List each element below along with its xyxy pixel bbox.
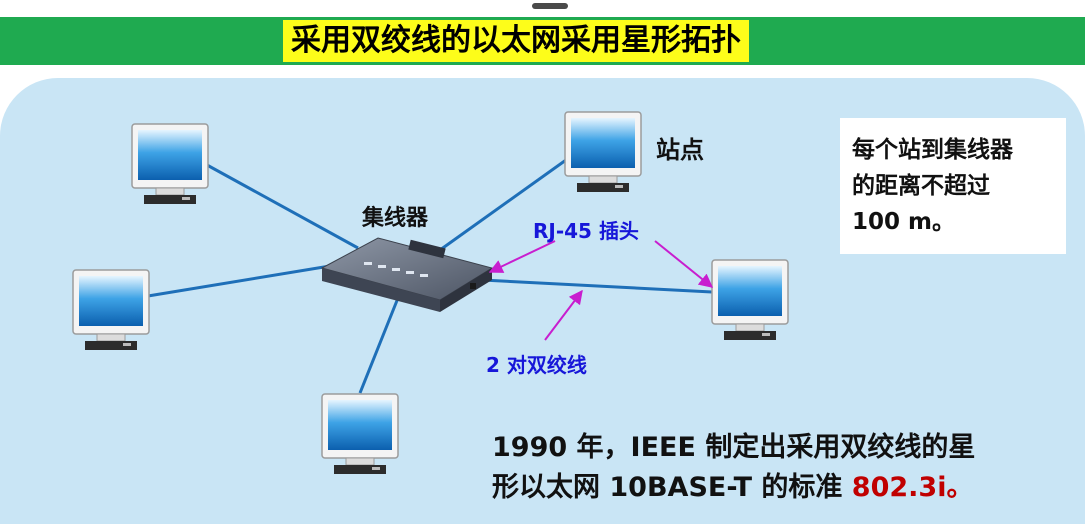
distance-note-box: 每个站到集线器 的距离不超过 100 m。 <box>840 118 1066 254</box>
station-label: 站点 <box>656 136 704 164</box>
cable-top-left <box>206 163 359 250</box>
rj45-arrow-station <box>654 240 714 288</box>
standard-note-suffix: 。 <box>946 472 974 503</box>
station-bottom <box>321 393 399 475</box>
station-left <box>72 269 150 351</box>
standard-note-prefix: 形以太网 10BASE-T 的标准 <box>492 472 852 503</box>
cable-top-right <box>439 158 567 252</box>
distance-note-line: 的距离不超过 <box>852 173 990 199</box>
hub-label: 集线器 <box>362 206 429 231</box>
standard-name: 802.3i <box>851 472 947 503</box>
twisted-pair-label: 2 对双绞线 <box>486 353 587 377</box>
distance-note-line: 每个站到集线器 <box>852 137 1013 163</box>
standard-note-line2: 形以太网 10BASE-T 的标准 802.3i。 <box>492 468 975 508</box>
cable-bottom <box>358 297 400 394</box>
station-top-right <box>564 111 642 193</box>
distance-note-line: 100 m。 <box>852 209 955 235</box>
rj45-label: RJ-45 插头 <box>533 219 639 243</box>
rj45-arrow-hub <box>488 240 556 273</box>
station-top-left <box>131 123 209 205</box>
cables <box>147 158 713 394</box>
station-right <box>711 259 789 341</box>
top-handle <box>532 3 568 9</box>
hub-device <box>320 237 494 312</box>
cable-right <box>481 278 713 294</box>
slide-title: 采用双绞线的以太网采用星形拓扑 <box>283 20 749 62</box>
cable-left <box>147 264 331 298</box>
twisted-pair-arrow <box>544 289 583 341</box>
standard-note-line1: 1990 年，IEEE 制定出采用双绞线的星 <box>492 432 976 463</box>
standard-note: 1990 年，IEEE 制定出采用双绞线的星 形以太网 10BASE-T 的标准… <box>492 428 975 508</box>
